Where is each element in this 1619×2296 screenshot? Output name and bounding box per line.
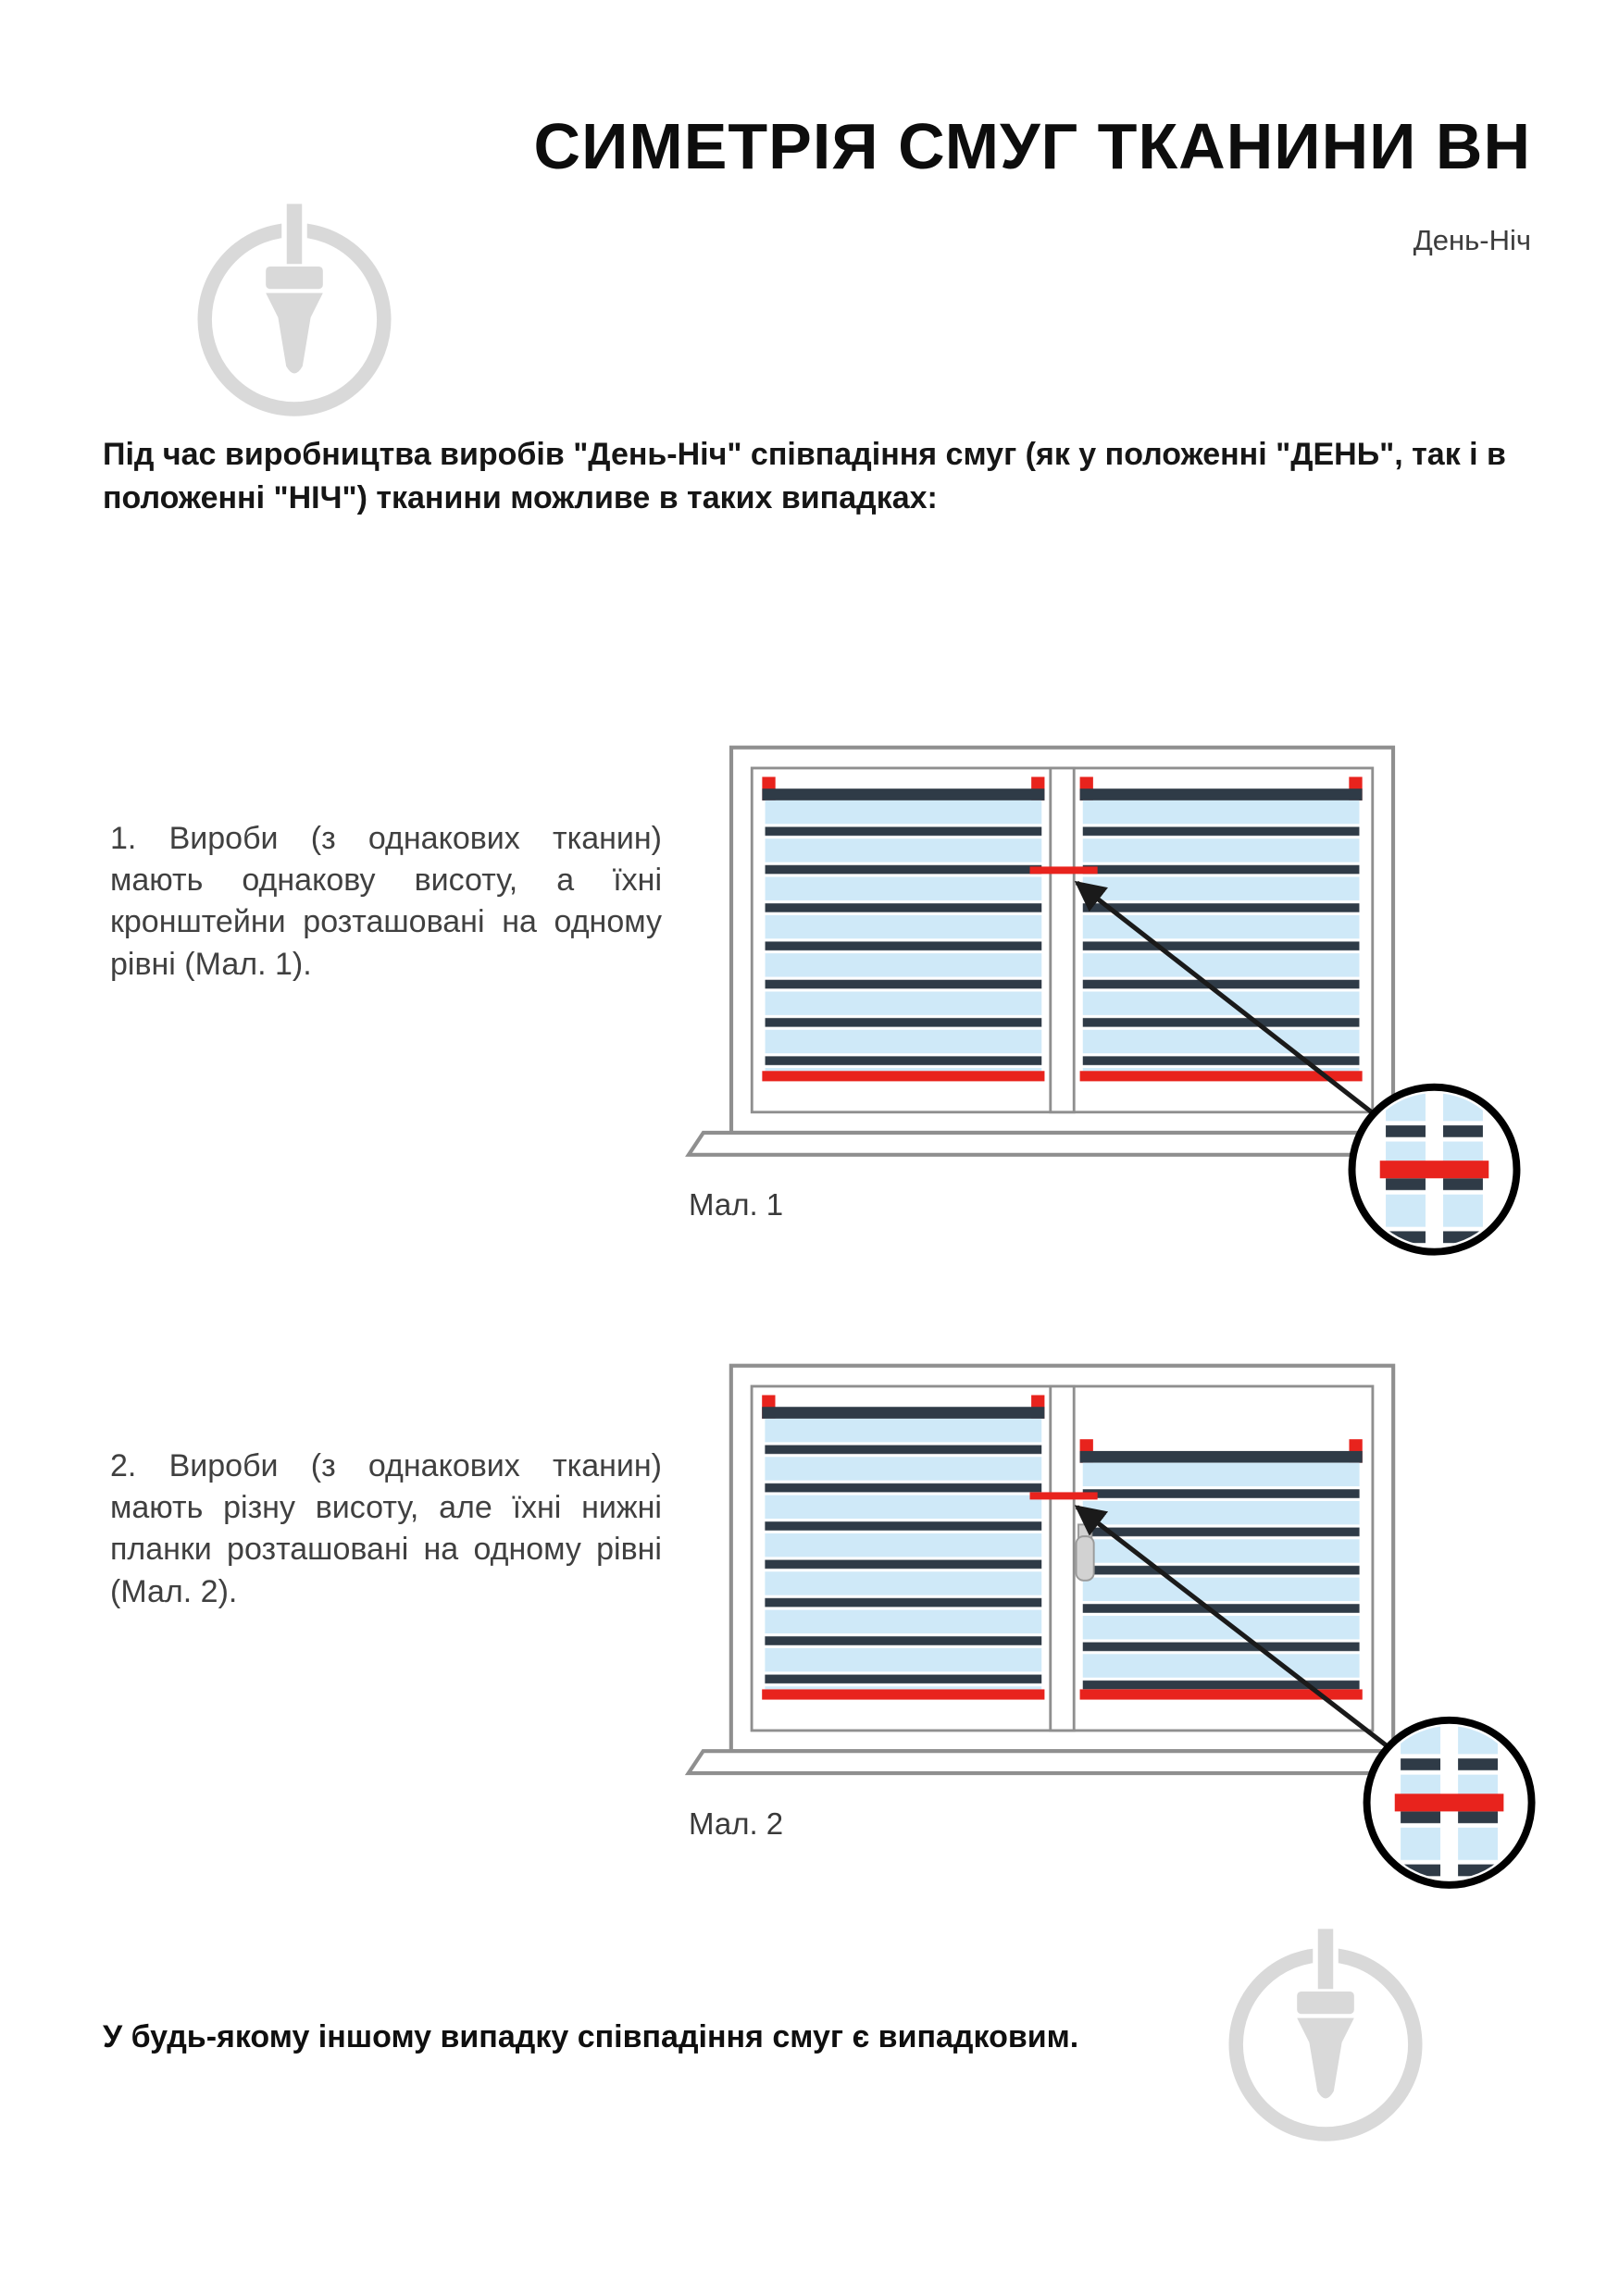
- right-blind-shorter: [1079, 1439, 1363, 1700]
- magnifier-detail-icon: [1363, 1716, 1536, 1889]
- left-blind: [762, 776, 1045, 1082]
- figure-1-caption: Мал. 1: [689, 1187, 784, 1222]
- figure-2-caption: Мал. 2: [689, 1806, 784, 1841]
- page-subtitle: День-Ніч: [1413, 224, 1531, 256]
- callout-arrow: [1074, 1505, 1426, 1777]
- aligned-stripe-highlight: [1029, 1492, 1098, 1500]
- right-blind: [1079, 776, 1363, 1082]
- page-title: СИМЕТРІЯ СМУГ ТКАНИНИ ВН: [533, 110, 1531, 182]
- case-2-text: 2. Вироби (з однакових тканин) мають різ…: [110, 1448, 662, 1609]
- aligned-stripe-highlight: [1029, 866, 1098, 875]
- brand-watermark-icon: [1228, 1923, 1423, 2141]
- figure-2-window-diagram: [684, 1363, 1536, 1889]
- brand-watermark-icon: [197, 198, 392, 416]
- intro-paragraph: Під час виробництва виробів "День-Ніч" с…: [103, 437, 1506, 515]
- magnifier-detail-icon: [1348, 1083, 1521, 1256]
- callout-arrow: [1074, 880, 1412, 1144]
- footer-statement: У будь-якому іншому випадку співпадіння …: [103, 2019, 1079, 2054]
- figure-1-window-diagram: [685, 745, 1521, 1256]
- window-handle: [1075, 1523, 1095, 1582]
- case-1-text: 1. Вироби (з однакових тканин) мають одн…: [110, 821, 662, 982]
- left-blind: [762, 1395, 1045, 1700]
